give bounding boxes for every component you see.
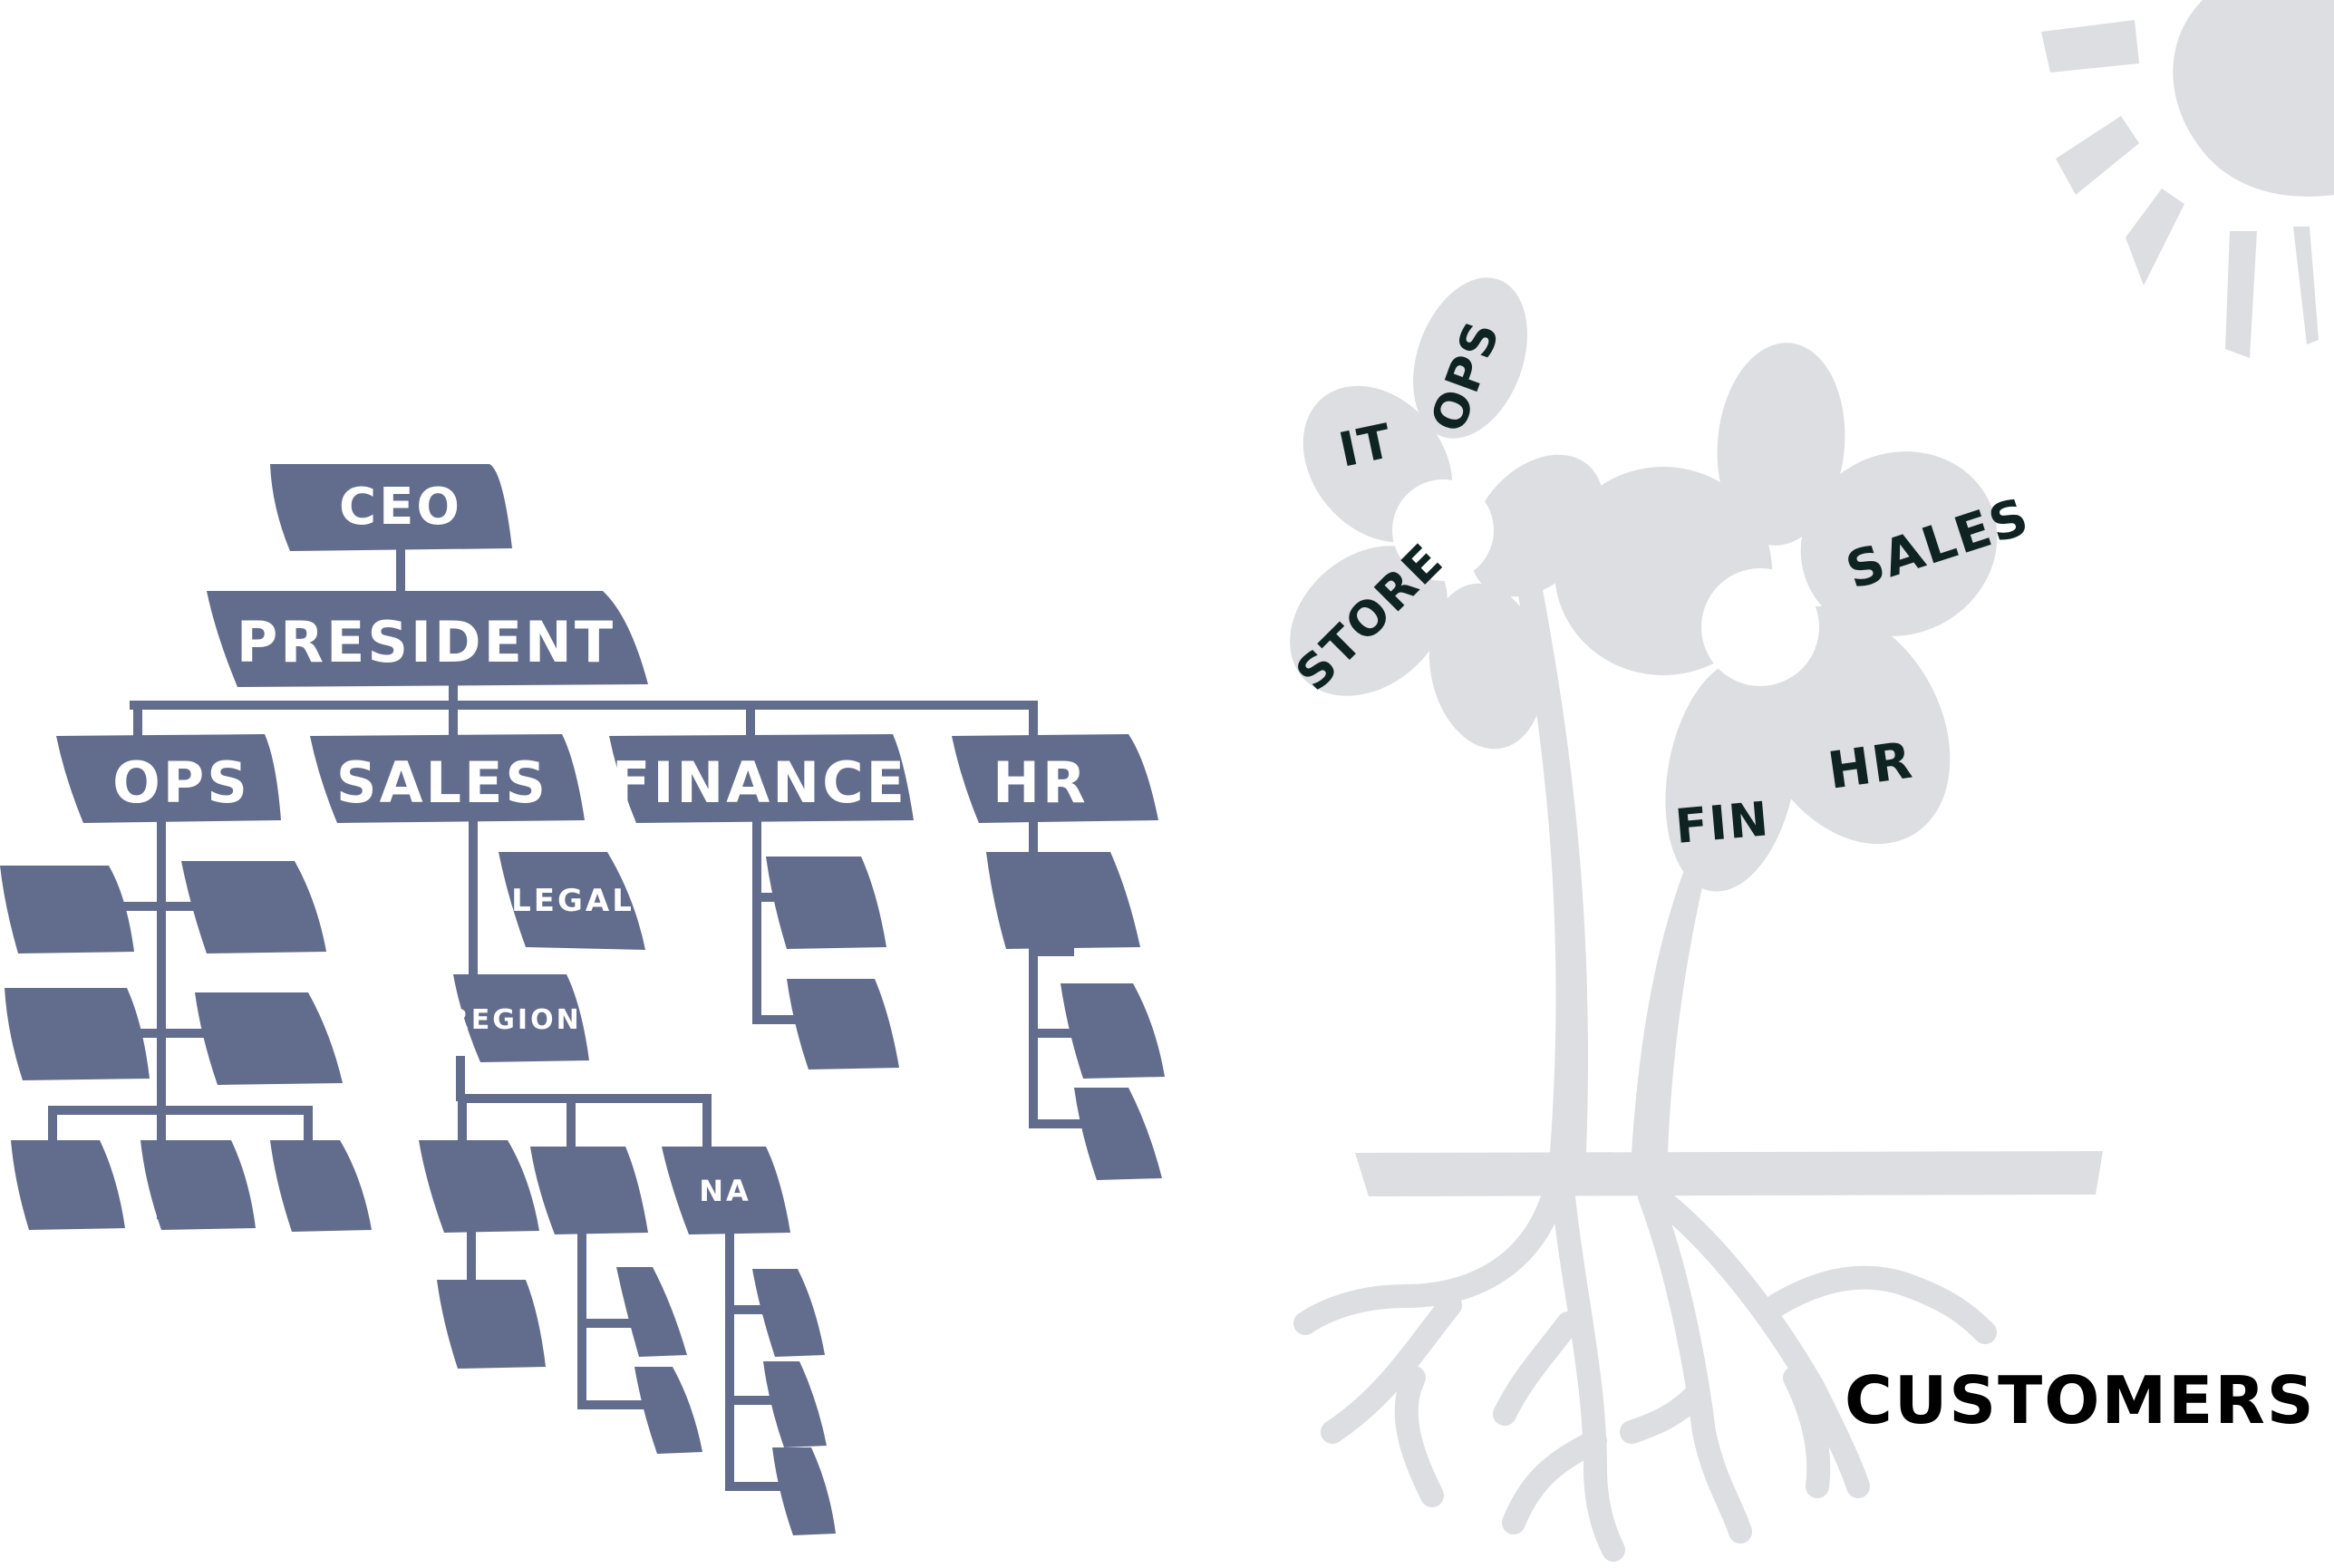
org-label-ops: OPS [112,750,250,816]
org-box [419,1140,539,1233]
org-box [437,1280,546,1369]
ground-line [1355,1151,2103,1196]
org-box-na: NA [662,1147,790,1234]
flower-left-center [1392,479,1494,581]
org-box [140,1140,256,1230]
org-box [530,1147,648,1234]
flower-stem-right [1632,870,1704,1153]
org-label-sales: SALES [336,750,548,816]
org-box-finance: FINANCE [609,734,914,823]
org-chart: CEO PRESIDENT OPS SALES FINANCE HR LEGAL [0,464,1165,1535]
sun-icon [2041,0,2334,358]
petal-label-fin: FIN [1673,792,1772,855]
org-box-sales: SALES [310,734,585,823]
org-label-legal: LEGAL [511,883,634,919]
org-box [772,1447,836,1535]
org-label-president: PRESIDENT [237,609,615,675]
petal-label-it: IT [1334,414,1398,479]
org-box [270,1140,372,1232]
roots-label-customers: CUSTOMERS [1845,1362,2316,1438]
org-label-na: NA [699,1174,751,1208]
org-box [1060,983,1165,1079]
org-box-legal: LEGAL [499,852,645,950]
org-label-regions: REGIONS [448,1004,605,1036]
org-box [763,1361,827,1447]
org-box [787,979,899,1070]
flower-stem-left [1516,580,1588,1153]
org-box [616,1267,687,1357]
org-label-hr: HR [993,750,1089,816]
org-box-president: PRESIDENT [207,591,648,687]
org-box [752,1269,825,1357]
org-empty-boxes [0,852,1165,1535]
org-box-regions: REGIONS [448,974,605,1062]
flower-right [1554,343,1998,892]
org-box [1074,1088,1162,1180]
org-box-hr: HR [952,734,1158,823]
flower-illustration: IT OPS STORE SALES HR FIN CUSTOMERS [1286,277,2316,1562]
org-box [5,988,150,1080]
org-box [11,1140,125,1230]
org-box [0,866,134,953]
org-box [181,861,326,953]
roots [1293,1180,1997,1562]
org-box [634,1367,702,1454]
org-box-ops: OPS [56,734,281,823]
org-connectors [48,544,1088,1491]
org-box [766,857,886,949]
org-label-ceo: CEO [339,478,462,537]
org-label-finance: FINANCE [612,750,907,816]
org-box [986,852,1140,949]
org-box [195,992,343,1085]
org-box-ceo: CEO [270,464,512,551]
flower-right-center [1701,568,1819,686]
petal-label-hr: HR [1825,731,1917,800]
